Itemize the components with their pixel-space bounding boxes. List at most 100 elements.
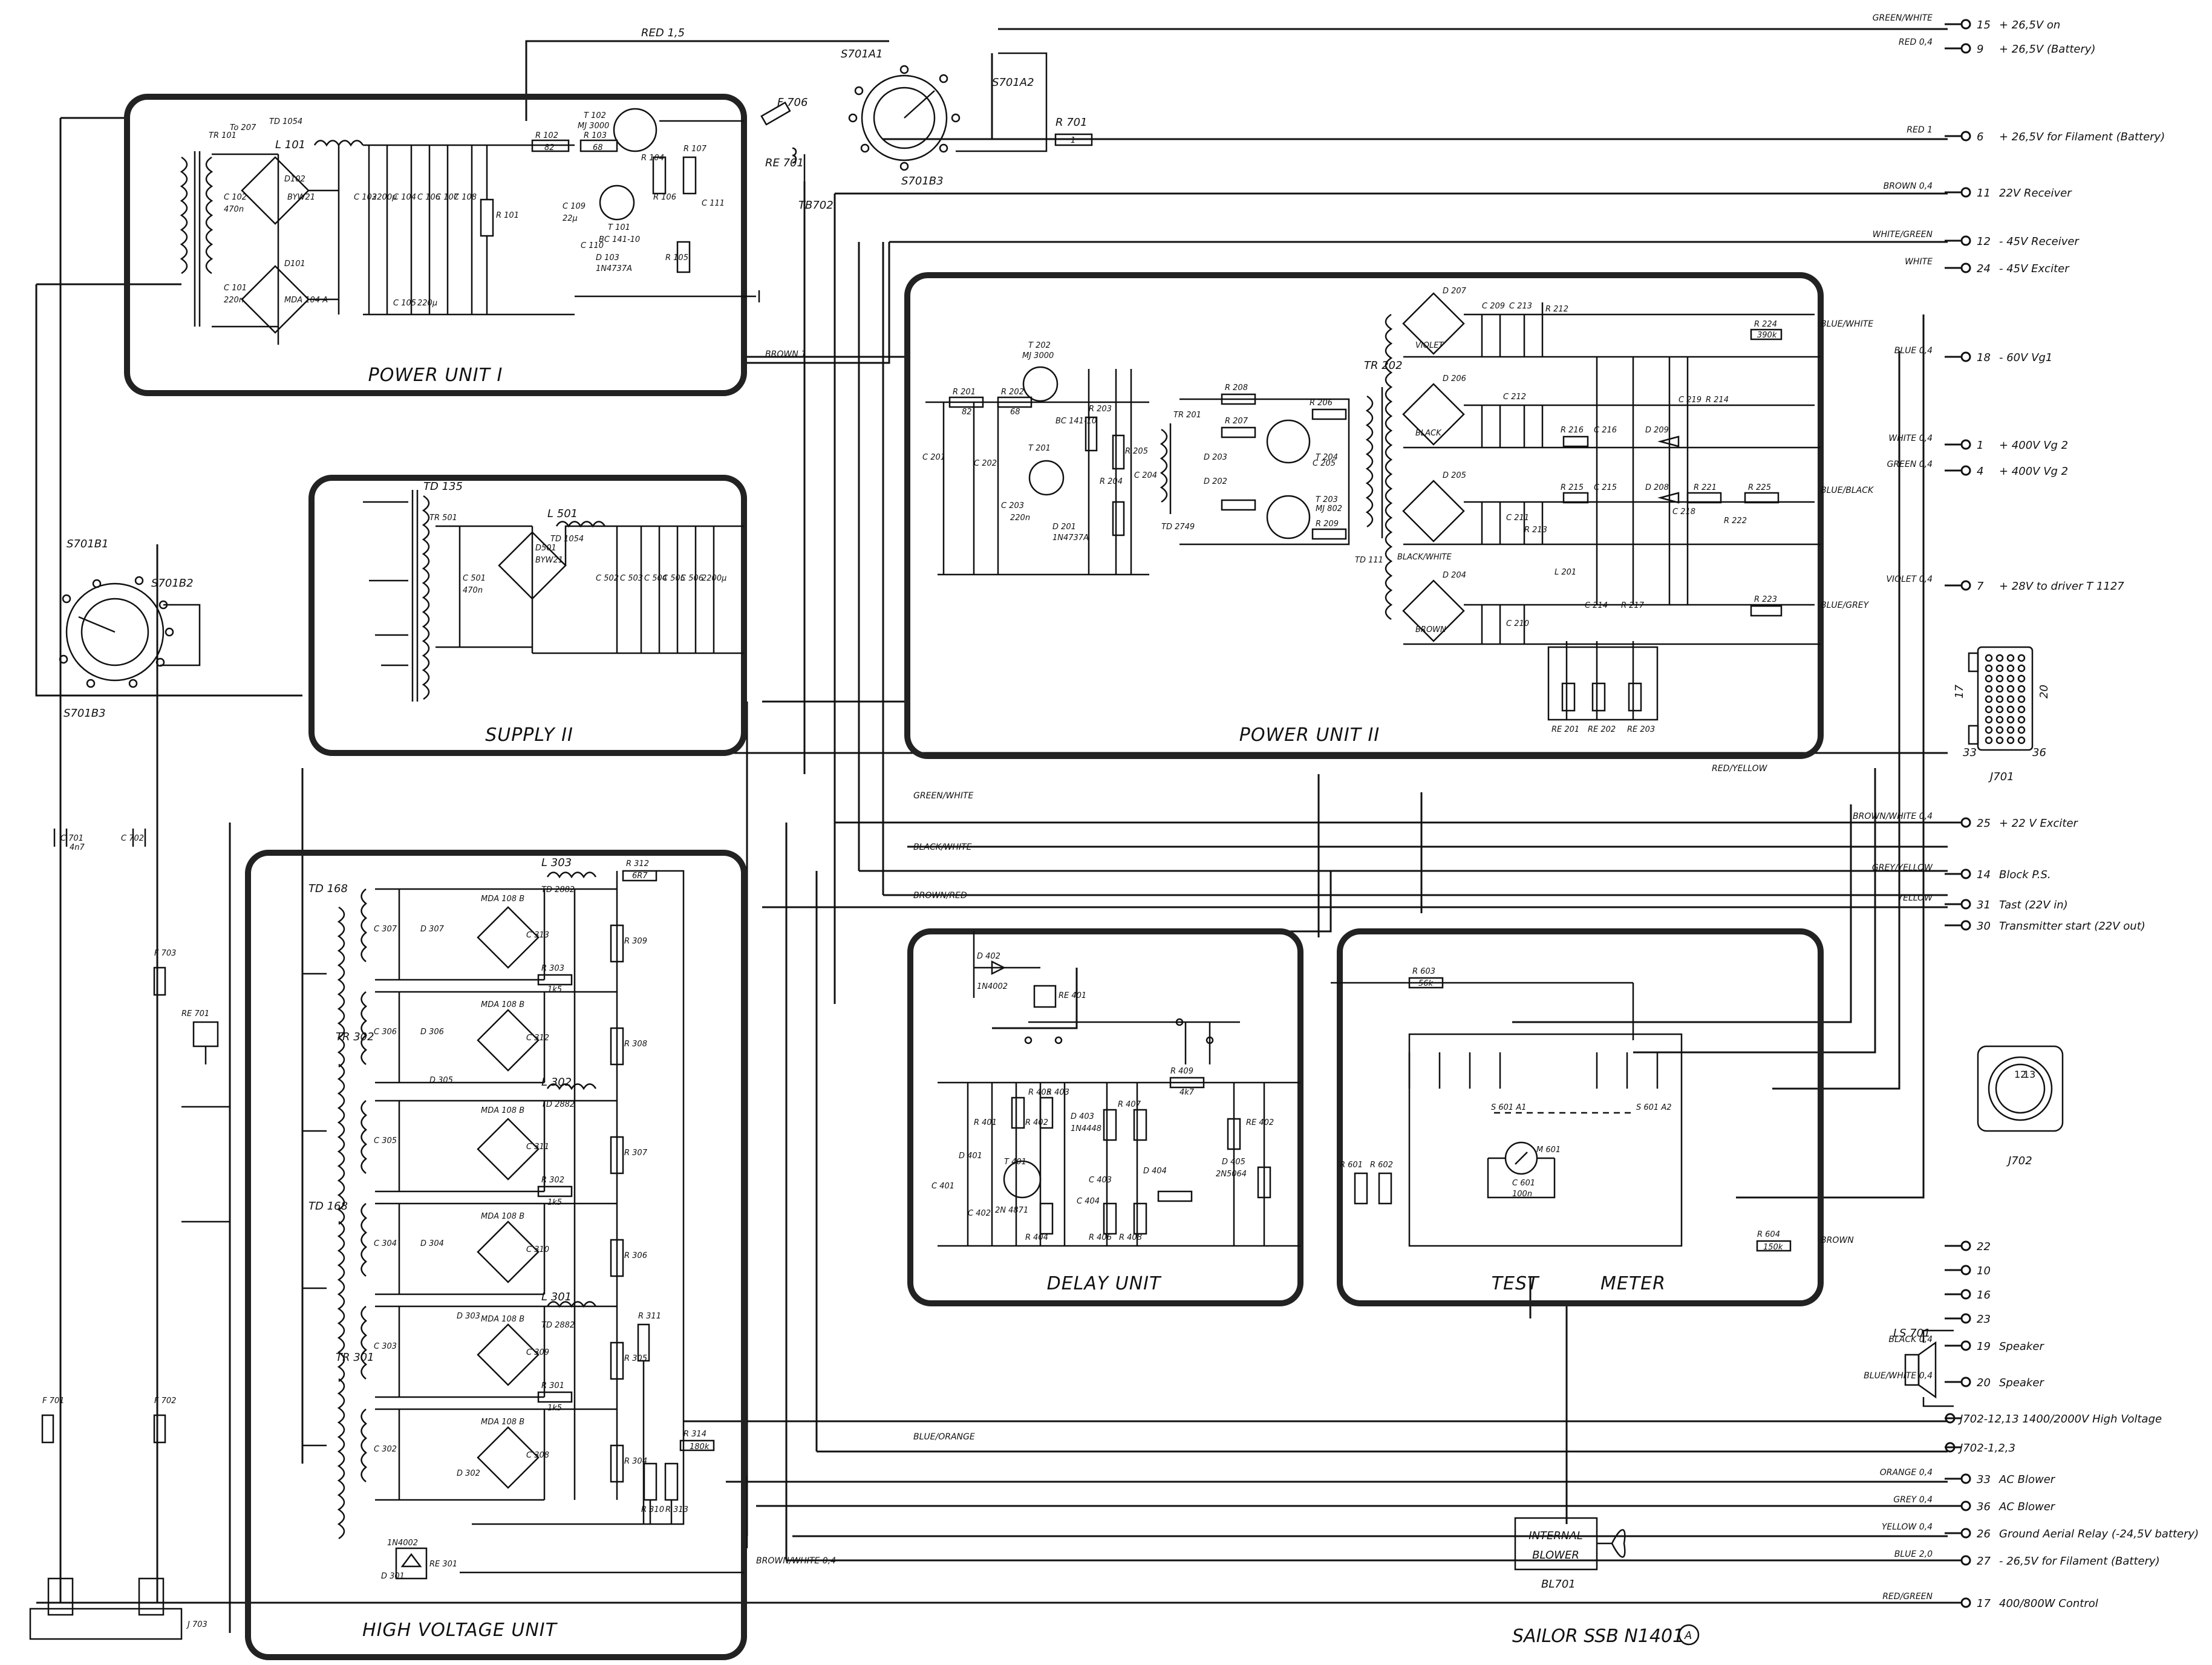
connector-hole [2006, 654, 2015, 662]
high-voltage-unit-box [245, 850, 747, 1660]
component-label: VIOLET [1415, 341, 1444, 350]
drawing-title: SAILOR SSB N1401 [1512, 1626, 1684, 1647]
component-label: RE 701 [765, 157, 804, 169]
component-label: TD 1054 [550, 535, 584, 544]
terminal-point [1960, 131, 1971, 142]
component-label: R 204 [1100, 477, 1123, 486]
component-label: MDA 108 B [481, 1000, 524, 1009]
delay-unit-circuit: D 402 1N4002 RE 401 R 409 4k7 RE 402 R 4… [931, 931, 1300, 1247]
component-label: S701B1 [67, 538, 109, 550]
component-label: R 303 [541, 964, 564, 973]
terminal: 10 [1945, 1265, 1991, 1277]
component-label: R 207 [1225, 417, 1248, 426]
connector-j701: 17 20 33 36 J701 [1953, 646, 2051, 783]
wire-colour-label: BLUE/GREY [1821, 601, 1870, 610]
terminal: J702-12,13 1400/2000V High Voltage [1945, 1413, 2162, 1426]
terminal-pin: 12 [1977, 235, 1991, 248]
terminal-wire-colour: BROWN 0,4 [1884, 181, 1933, 191]
component-label: C 305 [374, 1136, 397, 1145]
terminal-label: - 45V Receiver [1999, 235, 2080, 248]
component-label: D 208 [1645, 483, 1669, 492]
power-unit-2-circuit: T 202 MJ 3000 R 201 82 R 202 68 T 201 BC… [922, 287, 1821, 734]
component-label: C 307 [374, 925, 397, 934]
component-label: D 303 [457, 1312, 480, 1321]
unit-label: DELAY UNIT [1047, 1273, 1162, 1294]
revision-mark: A [1684, 1629, 1692, 1642]
component-label: R 202 [1001, 388, 1024, 397]
component-label: C 102 [224, 193, 247, 202]
component-label: D 302 [457, 1469, 480, 1478]
component-label: MDA 108 B [481, 894, 524, 904]
connector-hole [2006, 685, 2015, 693]
component-label: F 706 [777, 96, 807, 109]
component-label: L 201 [1555, 568, 1576, 577]
connector-hole [2017, 715, 2026, 724]
component-label: R 216 [1561, 426, 1584, 435]
terminal-wire-colour: YELLOW [1898, 893, 1934, 903]
terminal-point [1960, 899, 1971, 910]
component-label: L 101 [275, 138, 305, 151]
component-label: C 402 [968, 1209, 991, 1218]
component-label: R 105 [665, 253, 688, 262]
component-label: D 202 [1204, 477, 1227, 486]
component-label: D 203 [1204, 453, 1227, 462]
terminal-pin: 23 [1977, 1313, 1991, 1326]
component-label: R 603 [1412, 967, 1435, 976]
wire-colour-label: RED/YELLOW [1712, 764, 1768, 774]
wire-colour-label: BROWN/WHITE 0,4 [756, 1556, 836, 1566]
component-label: R 313 [665, 1505, 688, 1514]
component-label: C 214 [1585, 601, 1608, 610]
terminal-pin: 19 [1977, 1340, 1991, 1353]
component-label: MDA 104 A [284, 296, 328, 305]
component-label: C 101 [224, 284, 247, 293]
component-label: R 409 [1170, 1067, 1193, 1076]
component-label: C 302 [374, 1445, 397, 1454]
blower-label: BLOWER [1532, 1549, 1579, 1562]
component-label: C 501 [463, 574, 486, 583]
connector-hole [1995, 685, 2004, 693]
component-label: S701A1 [841, 48, 883, 60]
component-label: LS 701 [1893, 1327, 1931, 1340]
component-label: M 601 [1536, 1145, 1561, 1155]
connector-hole [2017, 654, 2026, 662]
component-label: D 401 [959, 1152, 982, 1161]
terminal-point [1960, 920, 1971, 931]
component-label: C 304 [374, 1239, 397, 1248]
component-label: 470n [463, 586, 483, 595]
terminal-point [1960, 1289, 1971, 1300]
component-label: C 218 [1672, 507, 1695, 516]
component-label: C 204 [1134, 471, 1157, 480]
component-label: R 405 [1028, 1088, 1051, 1097]
switch-s701-top: S701A1 S701A2 S701B3 F 706 RE 701 TB702 … [641, 27, 1093, 212]
terminal-label: - 45V Exciter [1999, 262, 2070, 275]
component-label: F 701 [42, 1396, 64, 1406]
terminal-pin: 15 [1977, 19, 1991, 31]
component-label: C 209 [1482, 302, 1505, 311]
component-label: C 312 [526, 1034, 549, 1043]
connector-hole [2006, 726, 2015, 734]
terminal-point [1960, 817, 1971, 828]
connector-hole [2017, 664, 2026, 673]
component-label: C 308 [526, 1451, 549, 1460]
connector-hole [1995, 705, 2004, 714]
component-label: D 205 [1443, 471, 1466, 480]
connector-hole [1985, 674, 1993, 683]
terminal-label: + 26,5V for Filament (Battery) [1999, 131, 2165, 143]
component-label: MJ 802 [1316, 504, 1342, 513]
component-label: RE 203 [1627, 725, 1655, 734]
terminal-pin: 27 [1977, 1555, 1991, 1568]
terminal-pin: 14 [1977, 868, 1991, 881]
component-label: T 203 [1316, 495, 1338, 504]
component-label: R 312 [626, 859, 649, 868]
component-label: C 105 [393, 299, 416, 308]
terminal: 22 [1945, 1240, 1991, 1253]
component-label: D 207 [1443, 287, 1467, 296]
component-label: R 103 [584, 131, 607, 140]
component-label: RE 201 [1551, 725, 1579, 734]
component-label: R 102 [535, 131, 558, 140]
component-label: R 302 [541, 1176, 564, 1185]
component-label: MDA 108 B [481, 1315, 524, 1324]
